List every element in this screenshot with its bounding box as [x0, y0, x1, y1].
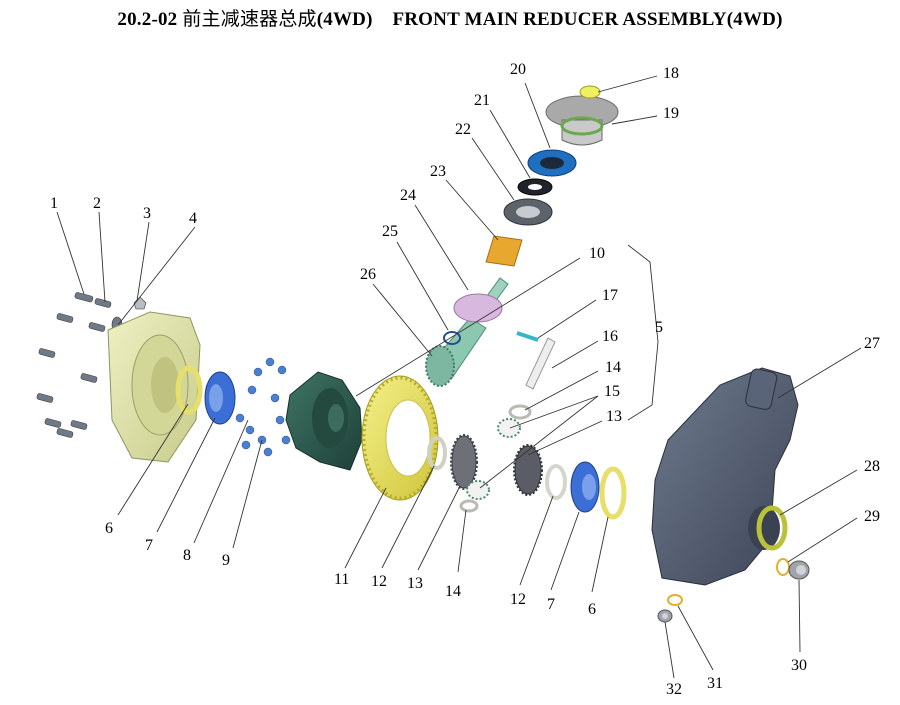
shim-6-right	[599, 466, 627, 520]
differential-case	[285, 371, 363, 471]
callout-15: 15	[604, 383, 620, 400]
callout-29: 29	[864, 508, 880, 525]
side-gear-13-right	[513, 444, 543, 496]
callout-7-right: 7	[547, 596, 555, 613]
callout-3: 3	[143, 205, 151, 222]
main-housing	[651, 367, 799, 586]
callout-10: 10	[589, 245, 605, 262]
callout-25: 25	[382, 223, 398, 240]
shim-6-left	[175, 365, 203, 415]
callout-7: 7	[145, 537, 153, 554]
callout-27: 27	[864, 335, 880, 352]
washer-14-lower	[459, 499, 479, 513]
nut-18	[579, 85, 601, 99]
callout-6: 6	[105, 520, 113, 537]
callout-17: 17	[602, 287, 618, 304]
callout-6-right: 6	[588, 601, 596, 618]
bearing-7-right	[570, 461, 600, 513]
seal-ring-26	[443, 331, 461, 345]
leader-lines	[56, 75, 862, 679]
callout-19: 19	[663, 105, 679, 122]
callout-22: 22	[455, 121, 471, 138]
callout-30: 30	[791, 657, 807, 674]
o-ring-29	[776, 558, 790, 576]
callout-9: 9	[222, 552, 230, 569]
callout-13-right: 13	[606, 408, 622, 425]
drain-plug-32	[657, 609, 673, 623]
title-zh-suffix: (4WD)	[316, 9, 373, 30]
flange-19	[545, 95, 619, 146]
callout-14: 14	[605, 359, 621, 376]
callout-4: 4	[189, 210, 197, 227]
callout-18: 18	[663, 65, 679, 82]
seal-28	[756, 505, 788, 551]
callout-16: 16	[602, 328, 618, 345]
title-en: FRONT MAIN REDUCER ASSEMBLY(4WD)	[392, 9, 783, 30]
callout-26: 26	[360, 266, 376, 283]
callout-32: 32	[666, 681, 682, 698]
callout-12: 12	[371, 573, 387, 590]
callout-21: 21	[474, 92, 490, 109]
pinion-gear	[425, 345, 455, 387]
oil-seal-20	[527, 149, 577, 177]
pinion-assembly	[425, 277, 509, 387]
callout-28: 28	[864, 458, 880, 475]
title-zh: 前主减速器总成	[182, 9, 317, 30]
washer-14-upper	[508, 404, 532, 420]
callout-2: 2	[93, 195, 101, 212]
plug-30	[788, 560, 810, 580]
callout-20: 20	[510, 61, 526, 78]
thrust-washer-12-right	[545, 464, 567, 500]
pinion-bearing	[453, 293, 503, 323]
housing-cover	[107, 311, 201, 463]
callout-11: 11	[334, 571, 349, 588]
bearing-22	[503, 198, 553, 226]
lock-pin	[516, 331, 539, 342]
callout-13: 13	[407, 575, 423, 592]
callout-5: 5	[655, 319, 663, 336]
page-title: 20.2-02 前主减速器总成(4WD) FRONT MAIN REDUCER …	[0, 4, 900, 31]
title-code: 20.2-02	[117, 9, 178, 30]
callout-31: 31	[707, 675, 723, 692]
spacer-23	[485, 235, 523, 267]
bearing-7-left	[204, 371, 236, 425]
callout-1: 1	[50, 195, 58, 212]
callout-12-right: 12	[510, 591, 526, 608]
cover-bolts	[36, 292, 112, 438]
case-bolts	[235, 357, 291, 457]
thrust-washer-12-left	[427, 436, 447, 470]
cross-shaft	[525, 337, 556, 390]
side-gear-13-left	[450, 434, 478, 490]
callout-14-lower: 14	[445, 583, 461, 600]
callout-8: 8	[183, 547, 191, 564]
callout-23: 23	[430, 163, 446, 180]
callout-labels: 1 2 3 4 5 6 7 8 9 10 11 12 13 14 15 16 1…	[50, 61, 880, 698]
callout-24: 24	[400, 187, 416, 204]
o-ring-31	[667, 594, 683, 606]
